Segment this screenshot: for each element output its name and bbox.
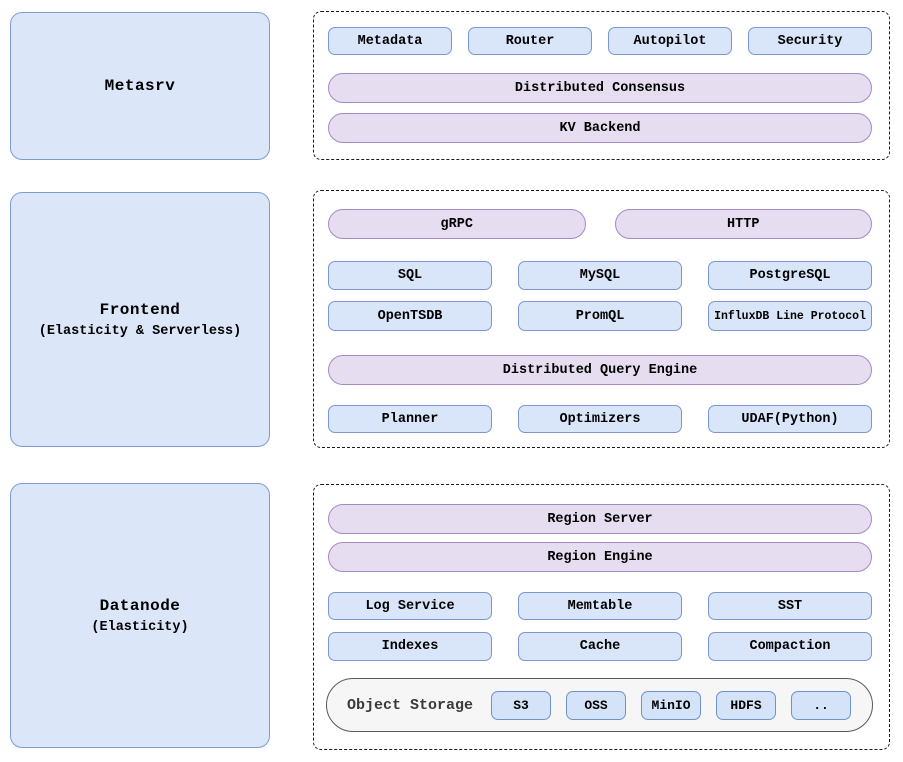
node-datanode-subtitle: (Elasticity) xyxy=(91,619,189,635)
frontend-transport-row: gRPC HTTP xyxy=(328,209,872,239)
pill-region-server: Region Server xyxy=(328,504,872,534)
panel-datanode: Region Server Region Engine Log Service … xyxy=(313,484,890,750)
panel-frontend: gRPC HTTP SQL MySQL PostgreSQL OpenTSDB … xyxy=(313,190,890,448)
object-storage-container: Object Storage S3 OSS MinIO HDFS .. xyxy=(326,678,873,732)
node-metasrv-title: Metasrv xyxy=(104,77,176,95)
frontend-protocols-row1: SQL MySQL PostgreSQL xyxy=(328,261,872,290)
chip-compaction: Compaction xyxy=(708,632,872,661)
chip-security: Security xyxy=(748,27,872,55)
chip-sst: SST xyxy=(708,592,872,620)
object-storage-backends: S3 OSS MinIO HDFS .. xyxy=(491,690,852,720)
chip-promql: PromQL xyxy=(518,301,682,331)
object-storage-label: Object Storage xyxy=(347,696,474,714)
chip-planner: Planner xyxy=(328,405,492,433)
datanode-storage-row2: Indexes Cache Compaction xyxy=(328,632,872,661)
chip-cache: Cache xyxy=(518,632,682,661)
pill-distributed-consensus: Distributed Consensus xyxy=(328,73,872,103)
chip-optimizers: Optimizers xyxy=(518,405,682,433)
chip-postgresql: PostgreSQL xyxy=(708,261,872,290)
chip-influxdb-line-protocol: InfluxDB Line Protocol xyxy=(708,301,872,331)
node-frontend-title: Frontend xyxy=(99,300,181,319)
frontend-protocols-row2: OpenTSDB PromQL InfluxDB Line Protocol xyxy=(328,301,872,331)
backend-hdfs: HDFS xyxy=(716,690,777,720)
backend-s3: S3 xyxy=(491,690,552,720)
pill-http: HTTP xyxy=(614,209,872,239)
chip-memtable: Memtable xyxy=(518,592,682,620)
node-datanode-title: Datanode xyxy=(99,596,181,615)
chip-sql: SQL xyxy=(328,261,492,290)
chip-udaf-python: UDAF(Python) xyxy=(708,405,872,433)
backend-others: .. xyxy=(791,690,852,720)
node-frontend-subtitle: (Elasticity & Serverless) xyxy=(38,323,242,339)
metasrv-modules-row: Metadata Router Autopilot Security xyxy=(328,27,872,55)
panel-metasrv: Metadata Router Autopilot Security Distr… xyxy=(313,11,890,160)
node-datanode: Datanode (Elasticity) xyxy=(10,483,270,748)
backend-oss: OSS xyxy=(566,690,627,720)
node-metasrv: Metasrv xyxy=(10,12,270,160)
chip-opentsdb: OpenTSDB xyxy=(328,301,492,331)
pill-region-engine: Region Engine xyxy=(328,542,872,572)
chip-mysql: MySQL xyxy=(518,261,682,290)
backend-minio: MinIO xyxy=(641,690,702,720)
frontend-query-row: Planner Optimizers UDAF(Python) xyxy=(328,405,872,433)
chip-log-service: Log Service xyxy=(328,592,492,620)
datanode-storage-row1: Log Service Memtable SST xyxy=(328,592,872,620)
pill-grpc: gRPC xyxy=(328,209,586,239)
chip-metadata: Metadata xyxy=(328,27,452,55)
pill-distributed-query-engine: Distributed Query Engine xyxy=(328,355,872,385)
chip-router: Router xyxy=(468,27,592,55)
chip-autopilot: Autopilot xyxy=(608,27,732,55)
pill-kv-backend: KV Backend xyxy=(328,113,872,143)
node-frontend: Frontend (Elasticity & Serverless) xyxy=(10,192,270,447)
chip-indexes: Indexes xyxy=(328,632,492,661)
